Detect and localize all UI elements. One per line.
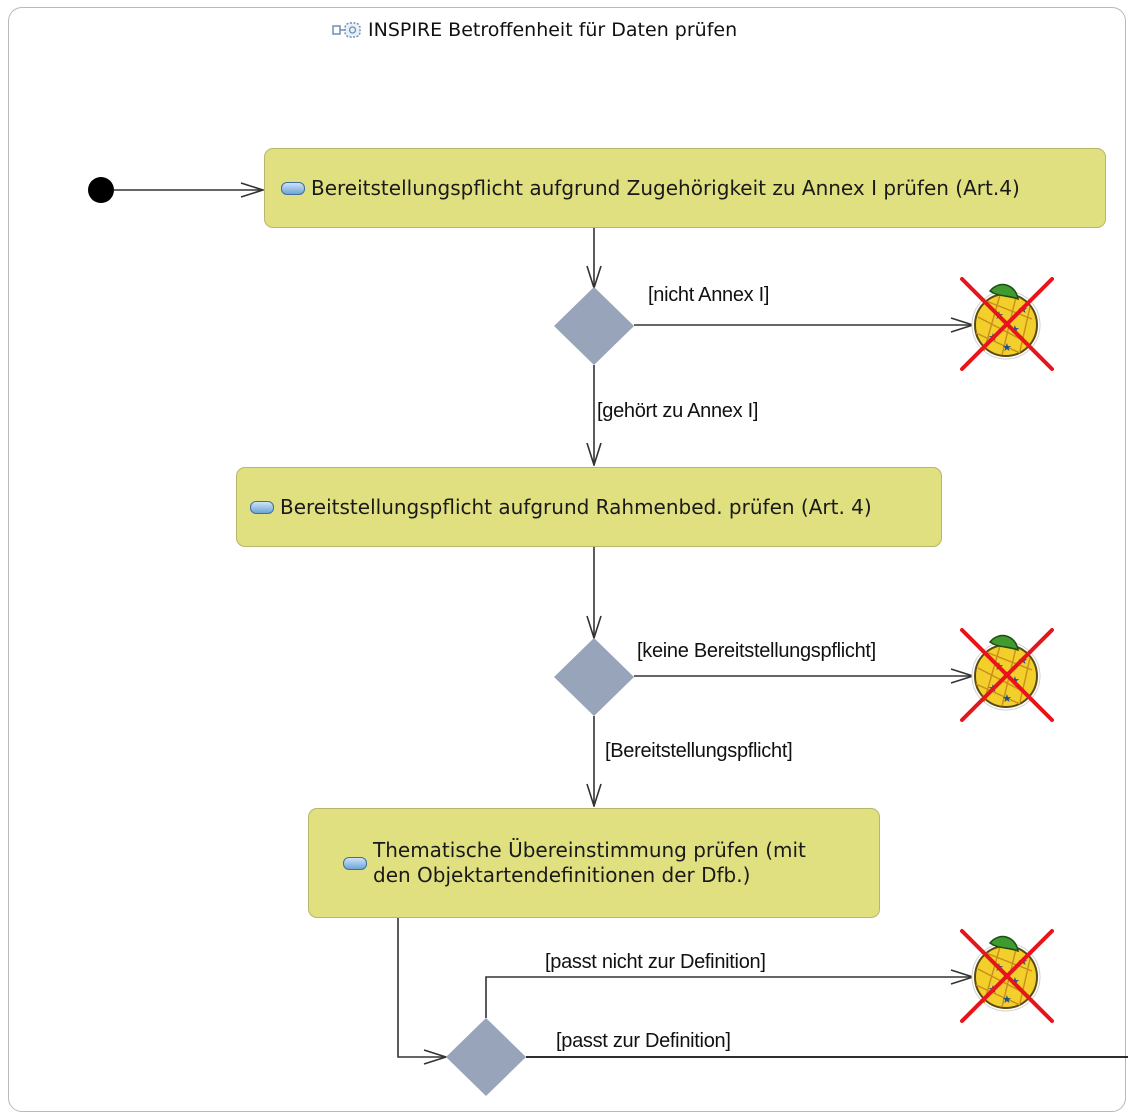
action-node-icon [250,500,274,514]
action-label: Thematische Übereinstimmung prüfen (mit … [373,838,806,887]
action-node-icon [281,181,305,195]
flow-final-icon [960,277,1054,371]
guard-not-matching: [passt nicht zur Definition] [545,951,766,973]
decision-node-icon [554,287,634,365]
activity-diagram-icon [332,22,361,38]
action-thematic-check[interactable]: Thematische Übereinstimmung prüfen (mit … [308,808,880,918]
flow-final-icon [960,929,1054,1023]
diagram-title: INSPIRE Betroffenheit für Daten prüfen [332,17,737,43]
guard-belongs-annex: [gehört zu Annex I] [597,400,759,422]
action-framework-check[interactable]: Bereitstellungspflicht aufgrund Rahmenbe… [236,467,942,547]
guard-matching: [passt zur Definition] [556,1030,731,1052]
action-node-icon [343,856,367,870]
guard-obligation: [Bereitstellungspflicht] [605,740,793,762]
decision-node-icon [446,1018,526,1096]
guard-no-obligation: [keine Bereitstellungspflicht] [637,640,876,662]
action-annex-check[interactable]: Bereitstellungspflicht aufgrund Zugehöri… [264,148,1106,228]
action-label: Bereitstellungspflicht aufgrund Rahmenbe… [280,494,872,519]
initial-node-icon [88,177,114,203]
diagram-title-text: INSPIRE Betroffenheit für Daten prüfen [368,19,738,41]
flow-final-icon [960,628,1054,722]
decision-node-icon [554,638,634,716]
action-label: Bereitstellungspflicht aufgrund Zugehöri… [311,175,1020,200]
guard-not-annex: [nicht Annex I] [648,284,770,306]
